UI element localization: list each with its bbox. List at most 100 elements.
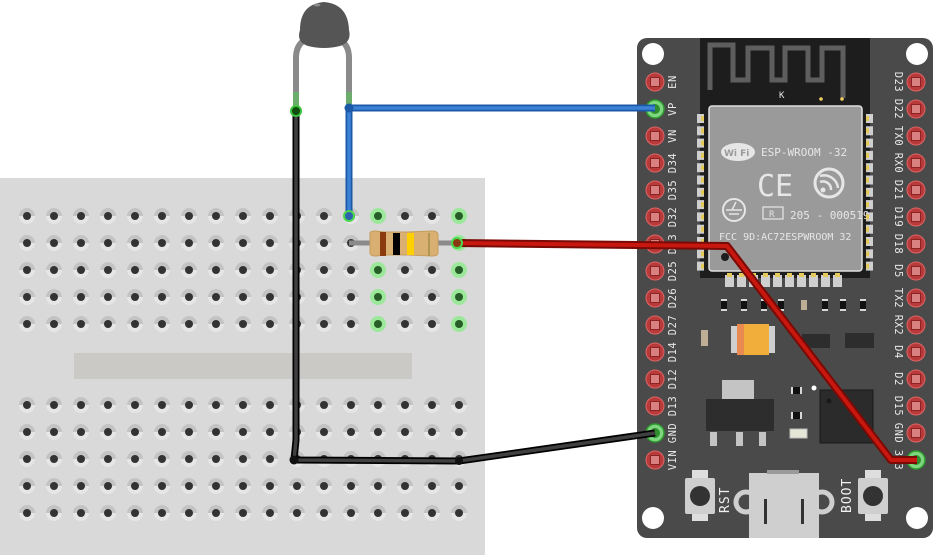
breadboard-hole[interactable] [208, 478, 224, 494]
breadboard-hole[interactable] [397, 424, 413, 440]
breadboard-hole[interactable] [73, 424, 89, 440]
breadboard-hole[interactable] [181, 316, 197, 332]
breadboard-hole[interactable] [127, 451, 143, 467]
header-pin-left-d25[interactable] [645, 261, 665, 281]
breadboard-hole[interactable] [100, 262, 116, 278]
header-pin-right-d5[interactable] [906, 261, 926, 281]
breadboard-hole[interactable] [262, 316, 278, 332]
breadboard-hole[interactable] [127, 235, 143, 251]
breadboard-hole[interactable] [208, 235, 224, 251]
breadboard-hole[interactable] [208, 208, 224, 224]
breadboard-hole[interactable] [46, 289, 62, 305]
breadboard-hole[interactable] [19, 424, 35, 440]
breadboard-hole[interactable] [19, 451, 35, 467]
breadboard-hole[interactable] [370, 478, 386, 494]
breadboard-hole[interactable] [127, 505, 143, 521]
header-pin-right-d2[interactable] [906, 369, 926, 389]
header-pin-left-vin[interactable] [645, 450, 665, 470]
breadboard-hole[interactable] [127, 262, 143, 278]
breadboard-hole[interactable] [397, 262, 413, 278]
boot-button[interactable] [858, 470, 888, 521]
breadboard-hole[interactable] [127, 208, 143, 224]
breadboard-hole[interactable] [73, 397, 89, 413]
breadboard-hole[interactable] [208, 424, 224, 440]
breadboard-hole[interactable] [181, 262, 197, 278]
breadboard-hole[interactable] [181, 451, 197, 467]
boot-button-cap[interactable] [863, 486, 883, 506]
header-pin-right-d23[interactable] [906, 72, 926, 92]
breadboard-hole[interactable] [262, 262, 278, 278]
breadboard-hole[interactable] [19, 478, 35, 494]
header-pin-left-en[interactable] [645, 72, 665, 92]
breadboard-hole[interactable] [154, 424, 170, 440]
breadboard-hole[interactable] [100, 235, 116, 251]
breadboard-hole[interactable] [100, 289, 116, 305]
breadboard-hole[interactable] [262, 478, 278, 494]
breadboard-hole[interactable] [73, 316, 89, 332]
breadboard-hole[interactable] [127, 478, 143, 494]
breadboard-hole[interactable] [424, 397, 440, 413]
header-pin-right-d4[interactable] [906, 342, 926, 362]
breadboard-hole[interactable] [397, 289, 413, 305]
breadboard-hole[interactable] [19, 235, 35, 251]
breadboard-hole[interactable] [208, 505, 224, 521]
breadboard-hole[interactable] [154, 478, 170, 494]
breadboard-hole[interactable] [127, 424, 143, 440]
header-pin-right-gnd[interactable] [906, 423, 926, 443]
breadboard-hole[interactable] [19, 397, 35, 413]
breadboard-hole[interactable] [127, 397, 143, 413]
header-pin-left-d14[interactable] [645, 342, 665, 362]
breadboard-hole[interactable] [73, 235, 89, 251]
breadboard-hole[interactable] [73, 208, 89, 224]
breadboard-hole[interactable] [181, 397, 197, 413]
breadboard-hole[interactable] [235, 478, 251, 494]
breadboard-hole[interactable] [289, 505, 305, 521]
breadboard-hole[interactable] [451, 316, 467, 332]
breadboard-hole[interactable] [343, 262, 359, 278]
breadboard-hole[interactable] [73, 478, 89, 494]
breadboard-hole[interactable] [343, 316, 359, 332]
breadboard-hole[interactable] [154, 397, 170, 413]
breadboard-hole[interactable] [154, 316, 170, 332]
header-pin-right-d22[interactable] [906, 99, 926, 119]
breadboard-hole[interactable] [424, 316, 440, 332]
breadboard-hole[interactable] [262, 235, 278, 251]
breadboard-hole[interactable] [19, 289, 35, 305]
breadboard-hole[interactable] [19, 316, 35, 332]
breadboard-hole[interactable] [370, 505, 386, 521]
breadboard-hole[interactable] [46, 316, 62, 332]
header-pin-left-d35[interactable] [645, 180, 665, 200]
breadboard-hole[interactable] [181, 505, 197, 521]
breadboard-hole[interactable] [181, 235, 197, 251]
breadboard-hole[interactable] [262, 397, 278, 413]
breadboard-hole[interactable] [370, 289, 386, 305]
breadboard-hole[interactable] [208, 262, 224, 278]
breadboard-hole[interactable] [316, 289, 332, 305]
breadboard-hole[interactable] [208, 289, 224, 305]
header-pin-right-tx0[interactable] [906, 126, 926, 146]
breadboard-hole[interactable] [154, 208, 170, 224]
breadboard-hole[interactable] [397, 478, 413, 494]
breadboard-hole[interactable] [100, 316, 116, 332]
header-pin-right-d15[interactable] [906, 396, 926, 416]
breadboard-hole[interactable] [451, 289, 467, 305]
breadboard-hole[interactable] [424, 262, 440, 278]
breadboard-hole[interactable] [343, 478, 359, 494]
breadboard-hole[interactable] [235, 451, 251, 467]
header-pin-right-d19[interactable] [906, 207, 926, 227]
breadboard-hole[interactable] [46, 235, 62, 251]
breadboard-hole[interactable] [46, 478, 62, 494]
header-pin-left-d13[interactable] [645, 396, 665, 416]
breadboard-hole[interactable] [424, 478, 440, 494]
breadboard-hole[interactable] [19, 208, 35, 224]
breadboard-hole[interactable] [262, 208, 278, 224]
breadboard-hole[interactable] [370, 424, 386, 440]
breadboard-hole[interactable] [73, 289, 89, 305]
breadboard-hole[interactable] [235, 424, 251, 440]
breadboard-hole[interactable] [100, 478, 116, 494]
breadboard-hole[interactable] [451, 397, 467, 413]
breadboard-hole[interactable] [370, 397, 386, 413]
breadboard-hole[interactable] [100, 424, 116, 440]
breadboard-hole[interactable] [46, 505, 62, 521]
breadboard-hole[interactable] [397, 316, 413, 332]
